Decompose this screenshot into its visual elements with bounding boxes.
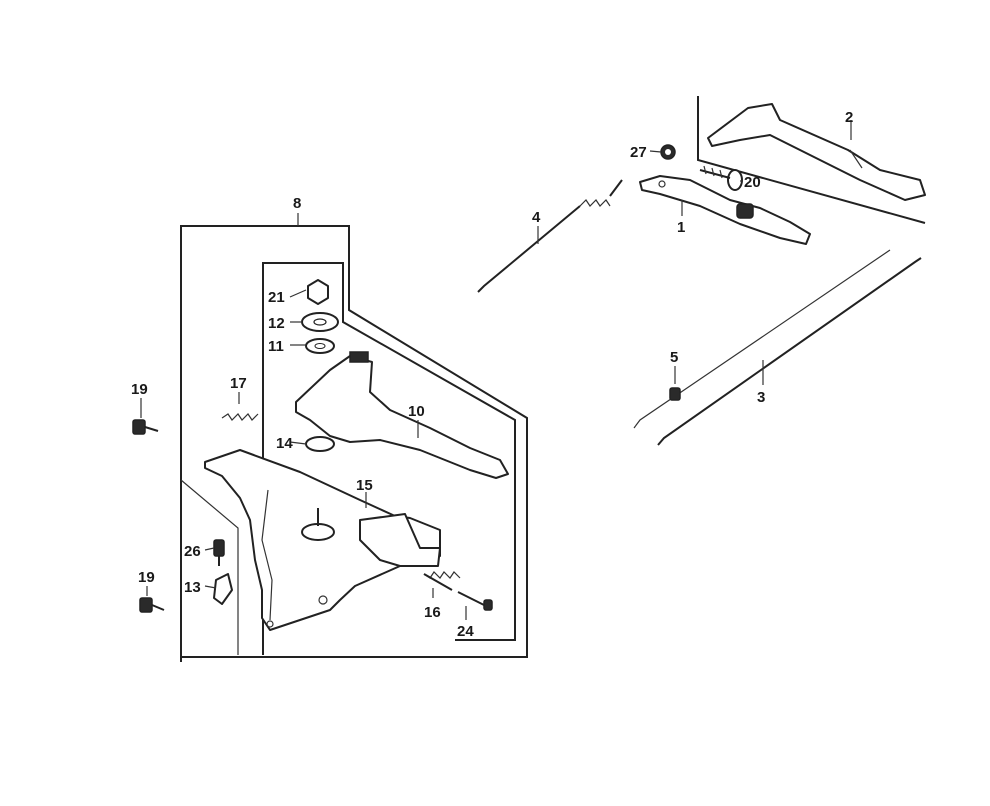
part-19-bolt-lower [139, 597, 165, 613]
callout-4: 4 [532, 209, 541, 226]
part-10-lever [295, 351, 509, 479]
part-21-nut [307, 279, 329, 305]
callout-20: 20 [744, 174, 761, 191]
part-2-lever [697, 96, 926, 224]
part-4-rod [477, 179, 623, 293]
part-12-washer [301, 312, 339, 332]
callout-19-upper: 19 [131, 381, 148, 398]
callout-24: 24 [457, 623, 474, 640]
callout-2: 2 [845, 109, 853, 126]
part-11-washer [305, 338, 335, 354]
callout-27: 27 [630, 144, 647, 161]
part-3-rod [633, 249, 922, 446]
callout-26: 26 [184, 543, 201, 560]
callout-19-lower: 19 [138, 569, 155, 586]
part-16-spring [423, 571, 461, 591]
part-27-nut [660, 144, 676, 160]
leader-lines [140, 120, 852, 620]
callout-1: 1 [677, 219, 685, 236]
part-24-screw [457, 591, 493, 611]
part-26-clip [213, 539, 225, 566]
callout-12: 12 [268, 315, 285, 332]
callout-labels: 1 2 3 4 5 8 10 11 12 13 14 15 16 17 19 1… [131, 109, 853, 640]
assembly-8-outline [180, 213, 528, 662]
callout-11: 11 [268, 338, 284, 355]
part-15-base-plate [204, 449, 441, 631]
part-17-spring [221, 413, 259, 421]
callout-15: 15 [356, 477, 373, 494]
callout-13: 13 [184, 579, 201, 596]
callout-8: 8 [293, 195, 301, 212]
part-1-lever [639, 175, 811, 245]
part-20-screw [699, 165, 743, 191]
callout-10: 10 [408, 403, 425, 420]
callout-21: 21 [268, 289, 285, 306]
callout-3: 3 [757, 389, 765, 406]
part-13-clamp [213, 573, 233, 605]
part-19-bolt-upper [132, 419, 159, 435]
part-5-clip [669, 387, 681, 401]
part-14-washer [305, 436, 335, 452]
callout-5: 5 [670, 349, 678, 366]
callout-17: 17 [230, 375, 247, 392]
callout-14: 14 [276, 435, 293, 452]
callout-16: 16 [424, 604, 441, 621]
